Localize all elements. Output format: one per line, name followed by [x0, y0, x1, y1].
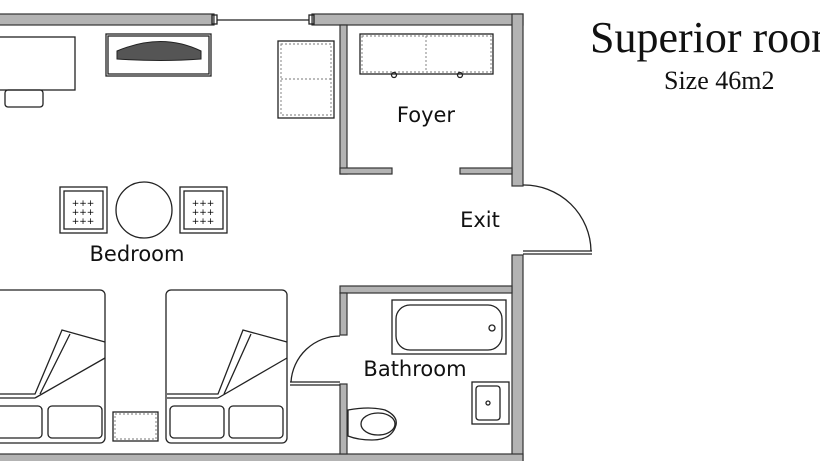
svg-text:+++: +++ [72, 199, 95, 209]
bathroom-door[interactable] [290, 335, 341, 386]
svg-text:+++: +++ [192, 208, 215, 218]
bathtub [391, 299, 507, 355]
tv-unit [105, 33, 212, 77]
svg-text:+++: +++ [72, 217, 95, 227]
wardrobe [277, 40, 335, 119]
walls [0, 13, 524, 461]
svg-text:+++: +++ [72, 208, 95, 218]
foyer-label: Foyer [397, 103, 456, 127]
svg-text:+++: +++ [192, 199, 215, 209]
table-set: +++ +++ +++ +++ +++ +++ [59, 181, 228, 239]
svg-text:+++: +++ [192, 217, 215, 227]
toilet [347, 407, 397, 441]
desk [0, 36, 76, 108]
room-size: Size 46m2 [664, 66, 775, 95]
foyer-cabinet [359, 33, 494, 79]
page-title: Superior room [590, 13, 820, 62]
nightstand [112, 411, 159, 442]
bed-left [0, 289, 106, 444]
bed-right [165, 289, 288, 444]
exit-door[interactable] [522, 184, 592, 255]
window [211, 14, 315, 25]
exit-label: Exit [460, 208, 500, 232]
sink [471, 381, 510, 425]
bedroom-label: Bedroom [90, 242, 185, 266]
bathroom-label: Bathroom [363, 357, 466, 381]
